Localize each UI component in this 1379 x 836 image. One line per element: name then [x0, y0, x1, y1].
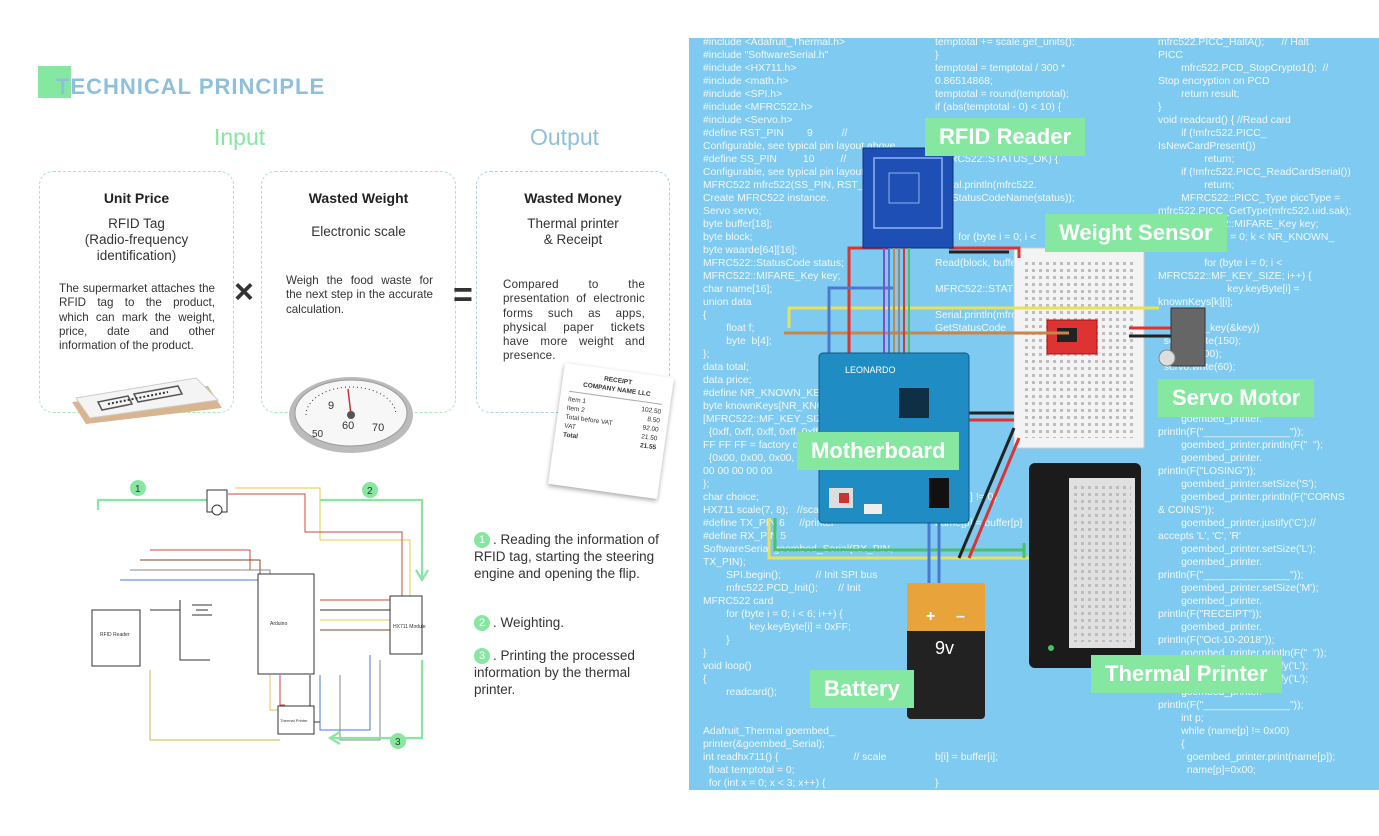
step-2: 2. Weighting. — [474, 614, 664, 631]
card-sub: Thermal printer — [527, 216, 619, 231]
multiply-sign: × — [234, 273, 254, 311]
circuit-marker: 1 — [135, 484, 141, 495]
page-title: TECHNICAL PRINCIPLE — [56, 74, 326, 99]
step-text: . Weighting. — [493, 615, 565, 630]
step-text: . Reading the information of RFID tag, s… — [474, 532, 659, 581]
hardware-panel: #include <Adafruit_Thermal.h> #include "… — [689, 38, 1379, 790]
card-sub: Electronic scale — [311, 224, 406, 239]
wasted-money-card: Wasted Money Thermal printer & Receipt C… — [476, 171, 670, 413]
scale-tick-label: 50 — [312, 429, 324, 440]
label-weight-sensor: Weight Sensor — [1045, 214, 1227, 252]
hardware-illustration: LEONARDO + – 9v — [767, 147, 1206, 719]
label-servo-motor: Servo Motor — [1158, 379, 1315, 417]
scale-tick-label: 9 — [328, 400, 334, 412]
circuit-schematic: 1 2 3 RFID Reader Arduino HX711 Module T… — [91, 480, 429, 749]
input-header: Input — [214, 124, 266, 150]
label-thermal-printer: Thermal Printer — [1091, 655, 1282, 693]
step-number: 3 — [474, 648, 490, 664]
scale-tick-label: 60 — [342, 420, 354, 432]
title-accent-block — [38, 66, 71, 98]
card-desc: The supermarket attaches the RFID tag to… — [59, 282, 215, 353]
equals-sign: = — [453, 276, 473, 314]
wasted-weight-card: Wasted Weight Electronic scale Weigh the… — [261, 171, 456, 413]
card-title: Unit Price — [103, 190, 170, 206]
circuit-marker: 3 — [395, 737, 401, 748]
card-sub: & Receipt — [543, 232, 603, 247]
board-brand: LEONARDO — [845, 365, 896, 375]
scale-tick-label: 70 — [372, 422, 384, 434]
label-motherboard: Motherboard — [797, 432, 960, 470]
output-header: Output — [530, 124, 600, 150]
rfid-tag-image — [72, 377, 222, 424]
battery-voltage: 9v — [935, 638, 954, 658]
module-label: HX711 Module — [393, 624, 426, 630]
card-sub: RFID Tag — [108, 216, 165, 231]
card-desc: Compared to the presentation of electron… — [503, 278, 645, 363]
label-rfid-reader: RFID Reader — [925, 118, 1086, 156]
step-number: 2 — [474, 615, 490, 631]
unit-price-card: Unit Price RFID Tag (Radio-frequency ide… — [39, 171, 234, 413]
step-text: . Printing the processed information by … — [474, 648, 635, 697]
card-sub: (Radio-frequency — [84, 232, 189, 247]
card-title: Wasted Weight — [308, 190, 409, 206]
card-title: Wasted Money — [524, 190, 622, 206]
scale-image: 50 9 60 70 — [289, 377, 413, 453]
module-label: Arduino — [270, 621, 287, 627]
step-3: 3. Printing the processed information by… — [474, 647, 664, 698]
module-label: Thermal Printer — [280, 718, 308, 723]
svg-text:+: + — [926, 608, 935, 625]
svg-text:–: – — [956, 608, 965, 625]
code-column-3: mfrc522.PICC_HaltA(); // Halt PICC mfrc5… — [1158, 38, 1352, 776]
card-desc: Weigh the food waste for the next step i… — [286, 274, 433, 316]
label-battery: Battery — [810, 670, 914, 708]
circuit-marker: 2 — [367, 486, 373, 497]
step-number: 1 — [474, 532, 490, 548]
card-sub: identification) — [96, 248, 177, 263]
module-label: RFID Reader — [100, 632, 130, 638]
step-1: 1. Reading the information of RFID tag, … — [474, 531, 664, 582]
